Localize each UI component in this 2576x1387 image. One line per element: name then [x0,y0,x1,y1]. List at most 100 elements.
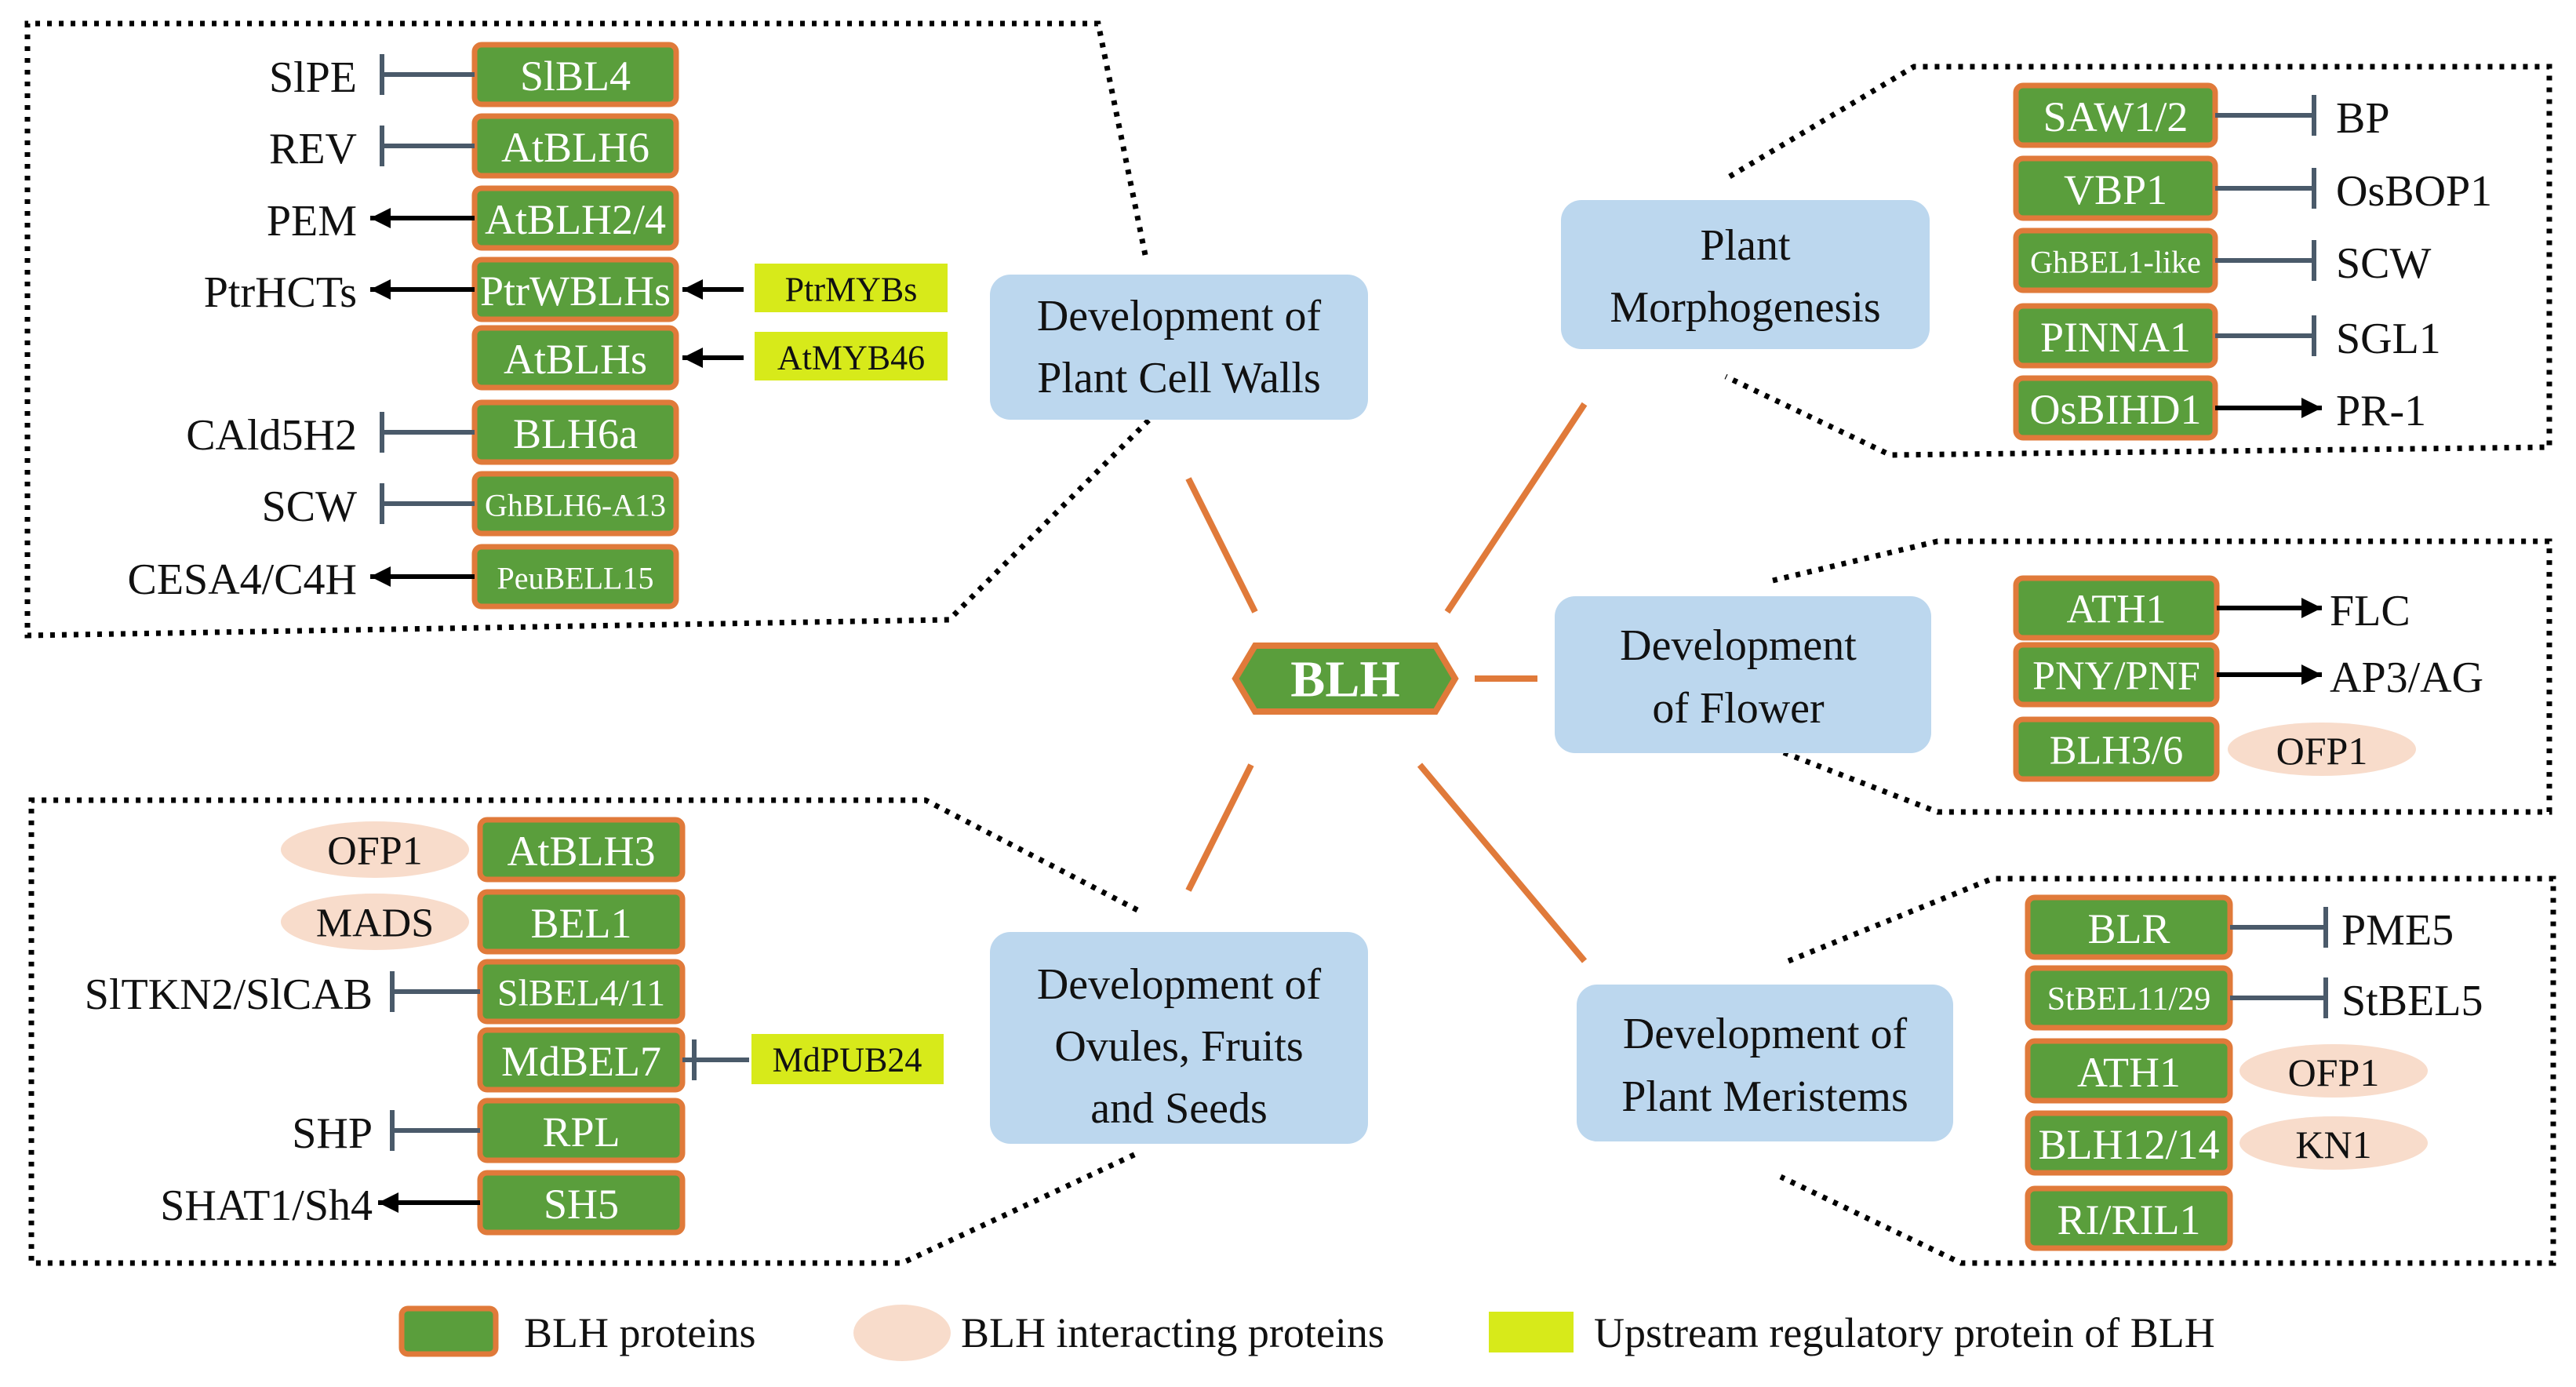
meristems-row-5-protein-box [2025,1185,2233,1251]
morphogenesis-row-1-target: BP [2336,94,2390,143]
flower-row-1-arrow-head [2301,598,2322,618]
legend-interacting-label: BLH interacting proteins [961,1309,1384,1356]
meristems-row-2-target: StBEL5 [2341,977,2483,1025]
flower-row-2-target: AP3/AG [2330,653,2483,702]
category-ovules-box [990,932,1368,1144]
meristems-row-4-protein-label: BLH12/14 [2038,1121,2219,1168]
cell-walls-row-8-protein-label: PeuBELL15 [497,561,654,596]
ovules-row-2-interactor-ellipse [281,894,469,950]
cell-walls-row-6-protein-label: BLH6a [513,410,638,457]
ovules-row-6-target: SHAT1/Sh4 [160,1181,373,1230]
meristems-row-1-target: PME5 [2341,906,2454,955]
ovules-row-5-protein-label: RPL [542,1109,620,1156]
panel-outlines [24,20,2556,1266]
cell-walls-row-7-protein-label: GhBLH6-A13 [485,488,666,523]
category-meristems-box [1577,985,1953,1141]
category-cell-walls-line2: Plant Cell Walls [1037,354,1321,402]
category-morphogenesis-line2: Morphogenesis [1610,283,1880,332]
category-ovules-line1: Development of [1037,960,1322,1009]
cell-walls-row-1-protein-label: SlBL4 [520,53,631,100]
flower-row-3-interactor-label: OFP1 [2276,729,2368,773]
category-flower: Development of Flower [1555,596,1931,753]
legend-blh-label: BLH proteins [524,1309,755,1356]
cell-walls-row-4-upstream-arrow-head [682,279,703,300]
connector-cell-walls [1185,477,1258,613]
cell-walls-row-6-target: CAld5H2 [186,411,357,460]
ovules-outline [28,797,1139,1266]
morphogenesis-row-2-protein-label: VBP1 [2064,166,2167,213]
flower-outline [1763,538,2552,815]
morphogenesis-row-2-target: OsBOP1 [2336,167,2492,216]
meristems-row-3-interactor-label: OFP1 [2288,1050,2380,1094]
connector-ovules [1185,763,1254,892]
meristems-row-3-protein-label: ATH1 [2077,1049,2181,1096]
category-ovules-line2: Ovules, Fruits [1054,1022,1303,1071]
flower-row-3-interactor-ellipse [2228,723,2416,776]
category-meristems-line2: Plant Meristems [1621,1072,1908,1121]
category-flower-line2: of Flower [1652,684,1825,733]
ovules-row-5-target: SHP [292,1109,373,1158]
center-hexagon [1232,643,1459,715]
cell-walls-row-3-arrow-head [370,208,391,228]
category-morphogenesis-box [1561,200,1930,349]
ovules-row-2-protein-box [477,889,686,955]
category-ovules-line3: and Seeds [1090,1084,1268,1133]
ovules-row-1-protein-label: AtBLH3 [508,828,656,875]
flower-row-3-protein-label: BLH3/6 [2050,729,2183,774]
cell-walls-row-4-target: PtrHCTs [204,268,357,317]
morphogenesis-row-4-protein-label: PINNA1 [2040,314,2191,361]
ovules-row-3-target: SlTKN2/SlCAB [85,970,373,1019]
meristems-row-4-protein-box [2025,1110,2233,1176]
ovules-row-1-interactor-ellipse [281,821,469,878]
meristems-row-4-interactor-ellipse [2239,1116,2428,1170]
ovules-row-2-protein-label: BEL1 [531,900,632,947]
legend-interacting-swatch [853,1305,951,1361]
cell-walls-row-5-protein-box [471,325,679,391]
cell-walls-row-5-upstream-label: AtMYB46 [777,339,925,377]
cell-walls-row-5-upstream-arrow-head [682,348,703,368]
meristems-row-2-protein-label: StBEL11/29 [2047,981,2210,1017]
center-node: BLH [1232,643,1459,715]
connector-morphogenesis [1444,402,1588,614]
flower-row-2-arrow-head [2301,664,2322,685]
cell-walls-row-1-target: SlPE [269,53,357,102]
cell-walls-row-4-upstream-label: PtrMYBs [785,271,918,309]
legend: BLH proteins BLH interacting proteins Up… [398,1305,2215,1361]
category-cell-walls-line1: Development of [1037,292,1322,340]
ovules-row-6-protein-label: SH5 [544,1181,619,1228]
category-boxes: Development of Plant Cell Walls Plant Mo… [990,200,1953,1144]
cell-walls-row-7-target: SCW [262,482,357,531]
meristems-row-3-interactor-ellipse [2239,1044,2428,1098]
category-cell-walls: Development of Plant Cell Walls [990,275,1368,420]
morphogenesis-row-1-protein-label: SAW1/2 [2043,93,2189,140]
connector-meristems [1417,763,1588,963]
meristems-row-4-interactor-label: KN1 [2295,1123,2371,1167]
morphogenesis-outline [1724,64,2552,458]
category-flower-line1: Development [1620,621,1857,670]
ovules-row-2-interactor-label: MADS [316,901,434,946]
category-cell-walls-box [990,275,1368,420]
morphogenesis-row-4-target: SGL1 [2336,315,2441,363]
category-ovules: Development of Ovules, Fruits and Seeds [990,932,1368,1144]
cell-walls-row-2-target: REV [269,125,357,173]
morphogenesis-row-5-protein-label: OsBIHD1 [2029,386,2201,433]
meristems-row-5-protein-label: RI/RIL1 [2058,1196,2201,1243]
ovules-row-4-protein-label: MdBEL7 [501,1038,661,1085]
meristems-row-3-protein-box [2025,1038,2233,1104]
cell-walls-row-5-upstream-box [755,332,948,380]
legend-blh-swatch [398,1305,499,1357]
ovules-row-6-arrow-head [378,1192,398,1213]
cell-walls-row-5-protein-label: AtBLHs [504,336,647,383]
flower-row-2-protein-label: PNY/PNF [2032,654,2200,699]
cell-walls-row-3-protein-label: AtBLH2/4 [485,196,666,243]
cell-walls-row-8-target: CESA4/C4H [128,555,358,604]
flower-row-1-target: FLC [2330,587,2410,635]
morphogenesis-row-3-target: SCW [2336,239,2431,288]
flower-row-1-protein-label: ATH1 [2066,588,2166,632]
morphogenesis-row-3-protein-label: GhBEL1-like [2030,245,2201,280]
ovules-row-4-upstream-box [751,1034,944,1084]
morphogenesis-row-5-target: PR-1 [2336,387,2426,435]
cell-walls-row-8-arrow-head [370,566,391,587]
ovules-row-4-upstream-label: MdPUB24 [773,1041,922,1079]
